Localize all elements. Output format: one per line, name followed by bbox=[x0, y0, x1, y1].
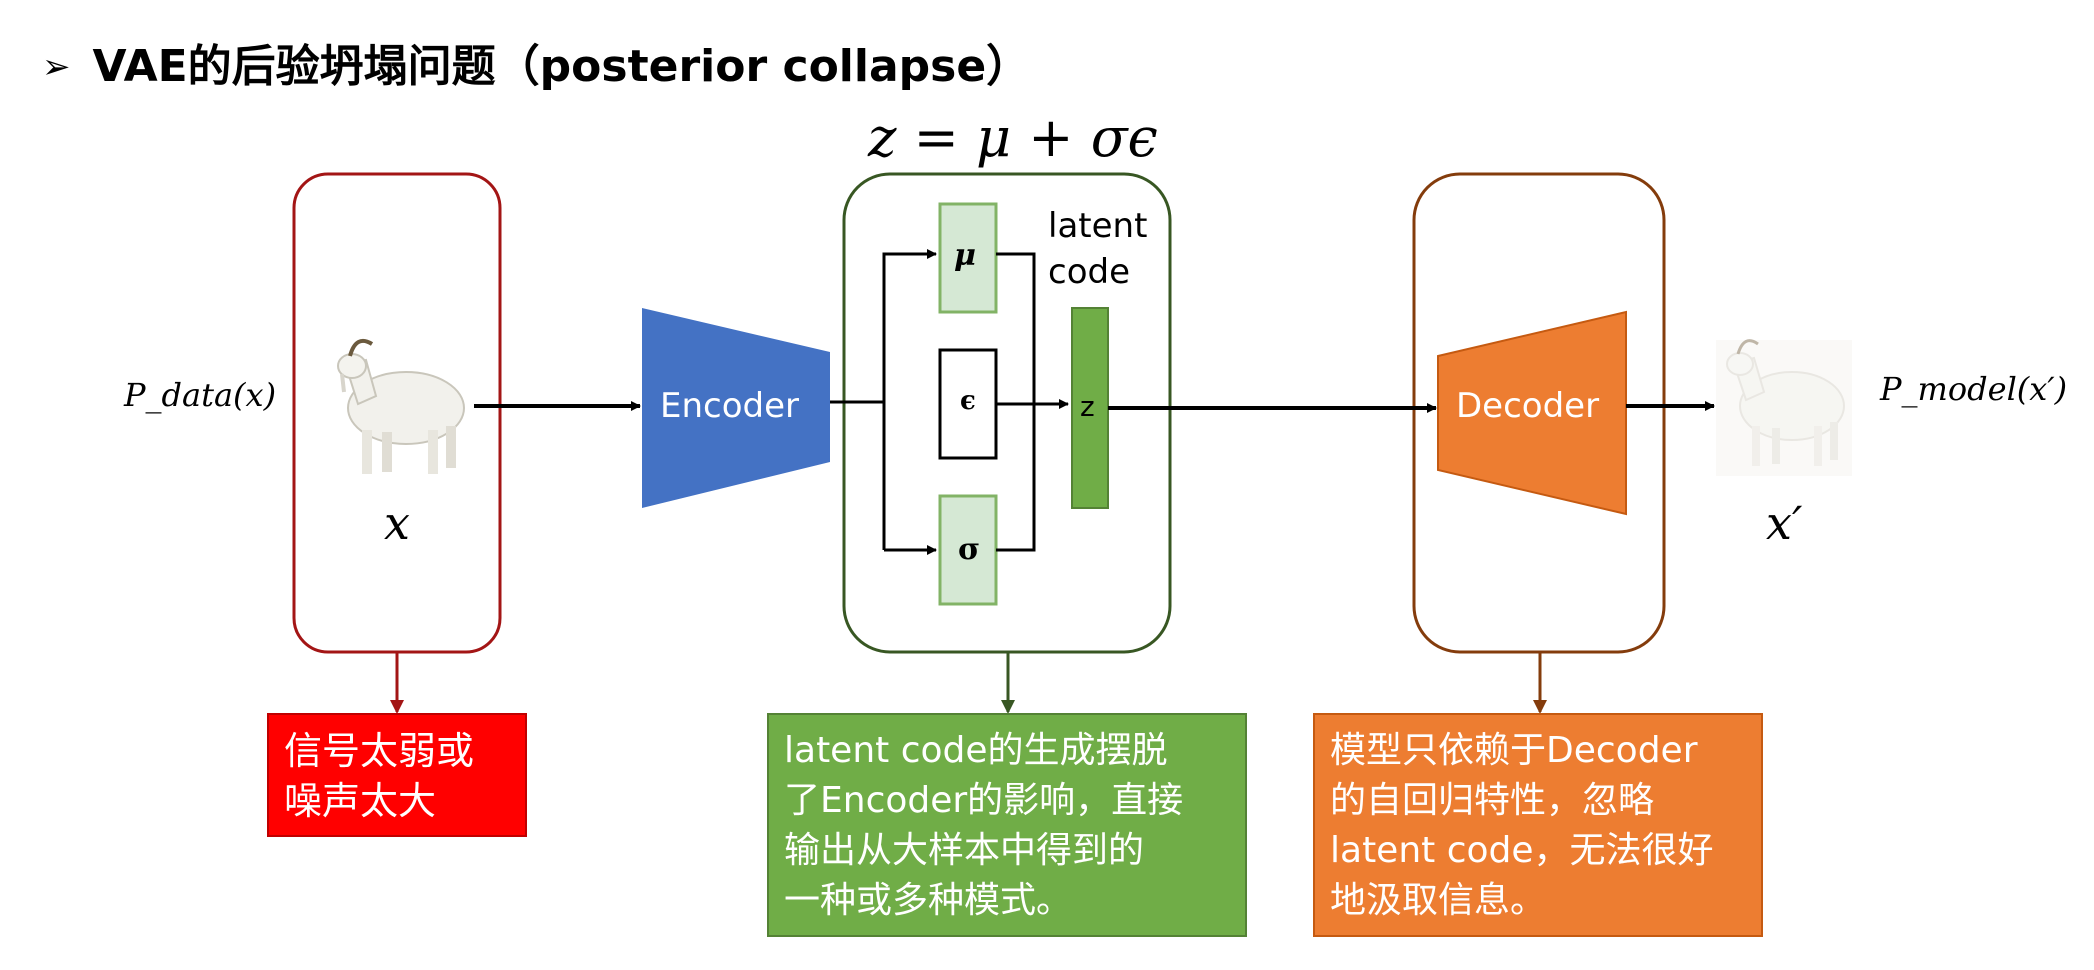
green-note-line: 了Encoder的影响，直接 bbox=[784, 780, 1184, 821]
branch-to-mu-arrow bbox=[882, 249, 937, 550]
red-note: 信号太弱或 噪声太大 bbox=[268, 714, 526, 836]
encoder-label: Encoder bbox=[660, 386, 800, 426]
orange-note-line: 地汲取信息。 bbox=[1330, 880, 1547, 921]
green-note-line: 一种或多种模式。 bbox=[784, 880, 1073, 921]
z-label: z bbox=[1080, 390, 1095, 423]
page-title-text: VAE的后验坍塌问题（posterior collapse） bbox=[92, 41, 1031, 92]
page-title: ➢ VAE的后验坍塌问题（posterior collapse） bbox=[42, 30, 1030, 94]
green-note: latent code的生成摆脱 了Encoder的影响，直接 输出从大样本中得… bbox=[768, 714, 1246, 936]
sigma-label: σ bbox=[958, 532, 981, 567]
red-note-line: 噪声太大 bbox=[284, 779, 437, 823]
red-note-line: 信号太弱或 bbox=[284, 729, 475, 773]
mu-label: μ bbox=[954, 238, 976, 273]
reparameterization-formula: z = μ + σϵ bbox=[868, 106, 1158, 169]
sigma-to-z-line bbox=[996, 400, 1036, 552]
orange-note-line: 模型只依赖于Decoder bbox=[1330, 730, 1698, 771]
epsilon-label: ϵ bbox=[960, 386, 976, 416]
orange-note-line: 的自回归特性，忽略 bbox=[1330, 780, 1655, 821]
decoder-block bbox=[1437, 310, 1627, 516]
output-x-prime-label: x′ bbox=[1766, 496, 1803, 550]
input-x-label: x bbox=[384, 496, 410, 550]
orange-note-box bbox=[1313, 713, 1763, 937]
orange-note: 模型只依赖于Decoder 的自回归特性，忽略 latent code，无法很好… bbox=[1314, 714, 1762, 936]
mu-to-z-line bbox=[996, 252, 1036, 400]
red-note-box bbox=[267, 713, 527, 837]
goat-image-input bbox=[337, 339, 465, 474]
bullet-arrow-icon: ➢ bbox=[42, 47, 71, 87]
orange-note-line: latent code，无法很好 bbox=[1330, 830, 1714, 871]
latent-code-caption-line1: latent bbox=[1048, 206, 1148, 246]
p-data-label: P_data(x) bbox=[124, 376, 276, 414]
encoder-block bbox=[642, 308, 830, 508]
green-note-line: latent code的生成摆脱 bbox=[784, 730, 1168, 771]
p-data-text: P_data(x) bbox=[124, 376, 277, 414]
mu-node bbox=[938, 202, 998, 314]
decoder-label: Decoder bbox=[1456, 386, 1600, 426]
p-model-label: P_model(x′) bbox=[1880, 370, 2068, 408]
green-note-line: 输出从大样本中得到的 bbox=[784, 830, 1145, 871]
green-note-box bbox=[767, 713, 1247, 937]
latent-code-caption-line2: code bbox=[1048, 252, 1130, 292]
goat-image-output bbox=[1716, 339, 1852, 476]
